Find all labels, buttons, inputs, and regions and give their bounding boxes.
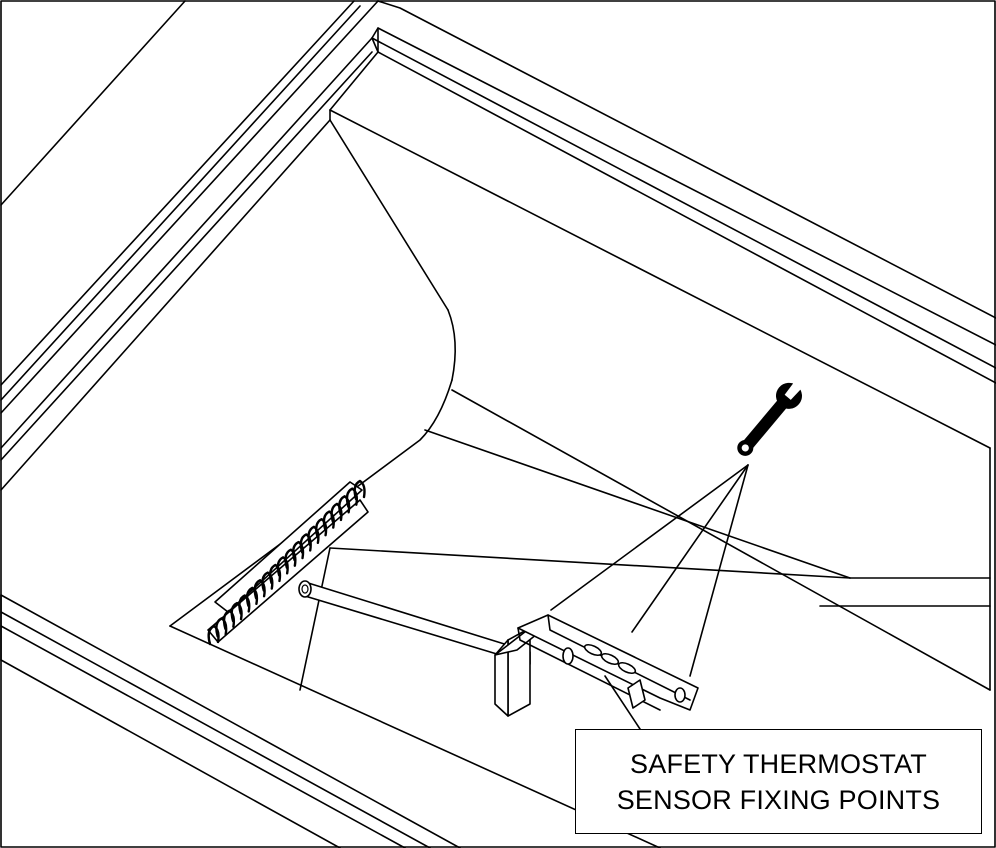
callout-line-1: SAFETY THERMOSTAT: [630, 748, 927, 779]
thermostat-mounting-plate: [517, 614, 699, 711]
tank-rim-left: [0, 37, 379, 461]
callout-line-2: SENSOR FIXING POINTS: [616, 784, 941, 815]
callout-label: SAFETY THERMOSTAT SENSOR FIXING POINTS: [575, 729, 982, 834]
heating-element-comb: [207, 479, 369, 646]
tank-rim-back: [371, 0, 996, 384]
tank-back-wall: [329, 109, 991, 449]
tank-left-wall: [0, 119, 456, 627]
heating-element-tooth: [353, 479, 366, 501]
appliance-outer-edges: [0, 0, 379, 414]
sensor-tube: [298, 580, 531, 665]
tank-floor-lines: [299, 389, 991, 691]
leader-lines: [550, 464, 749, 730]
wrench-icon: [737, 380, 804, 456]
